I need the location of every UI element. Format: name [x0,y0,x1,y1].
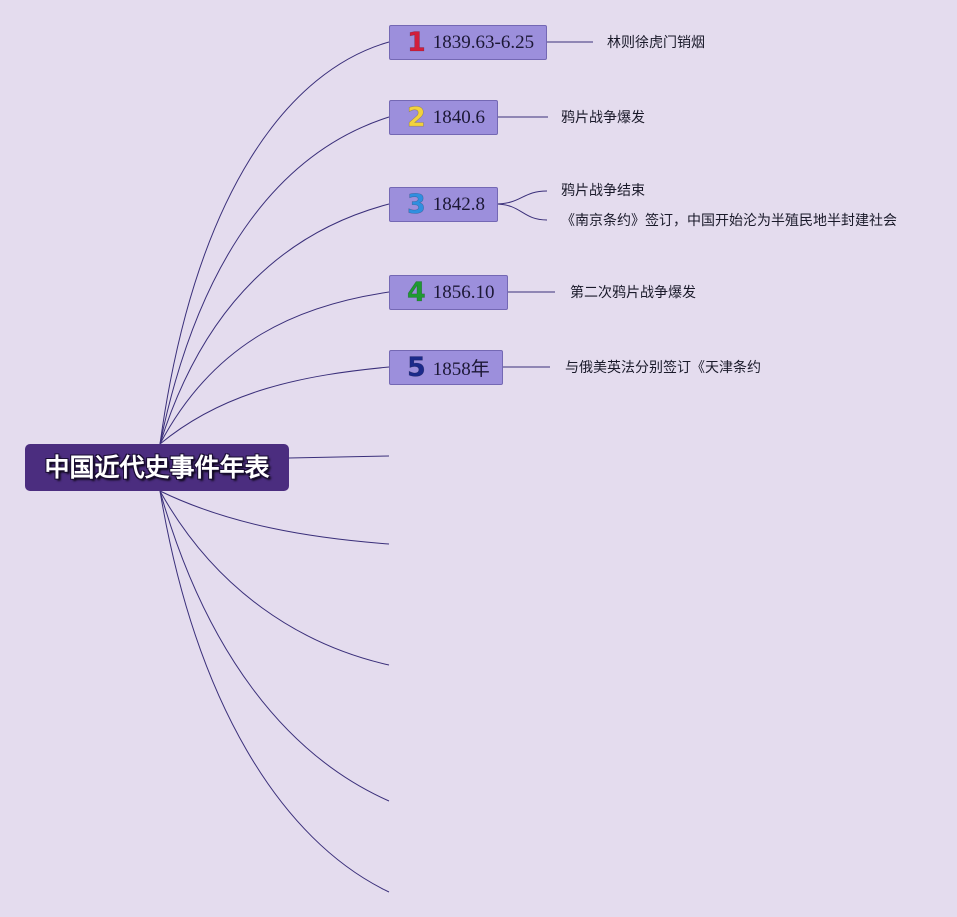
connector-root-branch-5 [159,366,390,445]
leaf-note[interactable]: 第二次鸦片战争爆发 [570,285,696,301]
branch-date: 1839.63-6.25 [432,31,535,53]
connector-root-branch-4 [159,291,390,445]
branch-topic-1[interactable]: 1 1839.63-6.25 [389,25,548,60]
leaf-note[interactable]: 与俄美英法分别签订《天津条约 [565,360,761,376]
branch-date: 1856.10 [432,281,495,303]
root-topic[interactable]: 中国近代史事件年表 [25,444,289,491]
connector-root-branch-10 [159,490,390,893]
priority-3-icon: 3 [407,189,426,220]
connector-root-branch-9 [159,490,390,802]
leaf-note[interactable]: 鸦片战争爆发 [561,110,645,126]
branch-date: 1858年 [432,359,490,380]
priority-4-icon: 4 [407,277,426,308]
branch-topic-2[interactable]: 2 1840.6 [389,100,499,135]
branch-date: 1840.6 [432,106,486,128]
connector-branch-3-note-2 [494,203,548,221]
connector-root-branch-7 [159,490,390,545]
branch-topic-4[interactable]: 4 1856.10 [389,275,508,310]
leaf-note[interactable]: 林则徐虎门销烟 [607,35,705,51]
connector-branch-3-note-1 [494,190,548,205]
connector-root-branch-3 [159,203,390,445]
priority-5-icon: 5 [407,352,426,383]
branch-date: 1842.8 [432,193,486,215]
branch-topic-3[interactable]: 3 1842.8 [389,187,499,222]
priority-2-icon: 2 [407,102,426,133]
connector-root-branch-1 [159,41,390,445]
connector-root-branch-2 [159,116,390,445]
leaf-note[interactable]: 《南京条约》签订，中国开始沦为半殖民地半封建社会 [561,213,897,229]
connector-root-branch-8 [159,490,390,666]
leaf-note[interactable]: 鸦片战争结束 [561,183,645,199]
priority-1-icon: 1 [407,27,426,58]
branch-topic-5[interactable]: 5 1858年 [389,350,503,385]
connector-root-branch-6 [288,455,390,459]
